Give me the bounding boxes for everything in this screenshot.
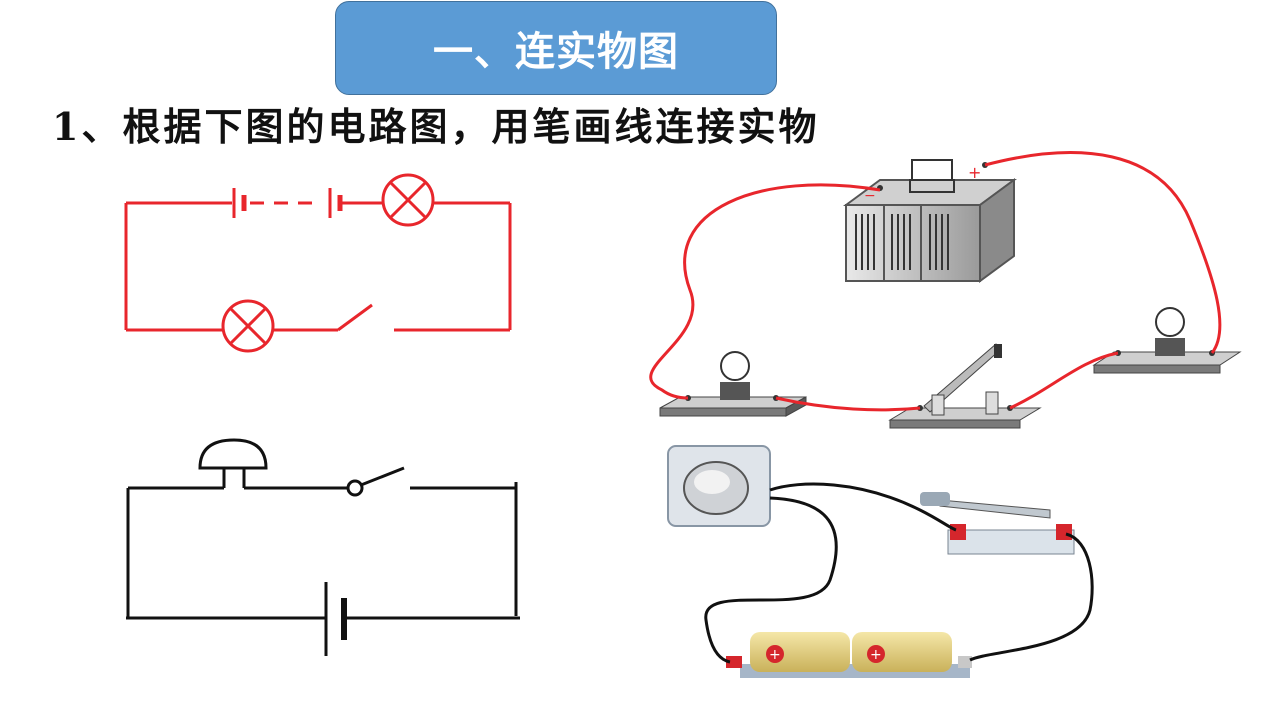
battery-box: − +: [842, 159, 1018, 283]
battery-holder: + +: [726, 632, 972, 678]
question-text: 1、根据下图的电路图，用笔画线连接实物: [52, 104, 820, 149]
connecting-wires-red: [649, 151, 1222, 412]
section-title-banner: 一、连实物图: [335, 1, 777, 95]
svg-text:+: +: [769, 647, 781, 663]
lamp-symbol-top: [381, 173, 435, 227]
knife-switch: [888, 343, 1042, 429]
connecting-wires-black: [704, 482, 1094, 664]
lamp-holder-left: [659, 351, 807, 417]
lamp-holder-right: [1092, 307, 1242, 374]
svg-text:+: +: [968, 163, 981, 182]
bell-symbol: [198, 438, 268, 488]
lamp-symbol-bottom: [221, 299, 275, 353]
section-title: 一、连实物图: [433, 29, 679, 75]
electric-bell: [667, 445, 771, 527]
svg-text:−: −: [864, 188, 876, 204]
svg-text:+: +: [870, 647, 882, 663]
